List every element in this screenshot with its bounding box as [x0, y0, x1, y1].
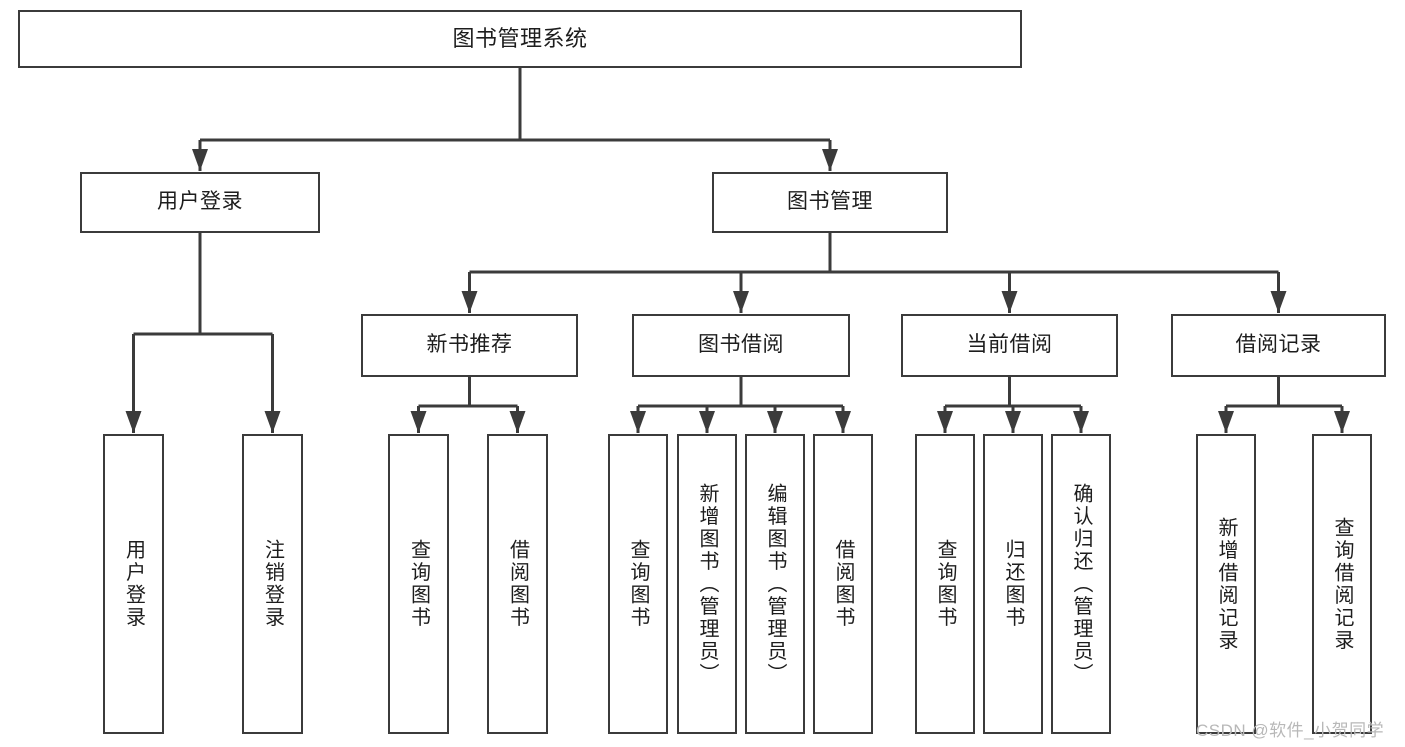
- node-label: 图书借阅: [698, 333, 784, 357]
- node-label: 归还图书: [1002, 539, 1024, 629]
- node-book-manage[interactable]: 图书管理: [712, 172, 948, 233]
- node-book-borrow[interactable]: 图书借阅: [632, 314, 850, 377]
- node-label: 图书管理系统: [452, 26, 588, 52]
- arrow-head-book-manage: [822, 149, 838, 171]
- node-label: 注销登录: [261, 539, 284, 629]
- node-leaf-borrow-book-2[interactable]: 借阅图书: [813, 434, 873, 734]
- node-current-borrow[interactable]: 当前借阅: [901, 314, 1118, 377]
- node-label: 确认归还（管理员）: [1070, 482, 1092, 686]
- node-label: 借阅记录: [1235, 333, 1322, 357]
- node-label: 图书管理: [787, 190, 873, 214]
- csdn-watermark: CSDN @软件_小贺同学: [1196, 721, 1385, 740]
- node-leaf-return-book[interactable]: 归还图书: [983, 434, 1043, 734]
- node-label: 借阅图书: [832, 539, 854, 629]
- node-borrow-record[interactable]: 借阅记录: [1171, 314, 1386, 377]
- node-leaf-user-logout[interactable]: 注销登录: [242, 434, 303, 734]
- node-label: 查询借阅记录: [1331, 516, 1353, 652]
- node-leaf-add-record[interactable]: 新增借阅记录: [1196, 434, 1256, 734]
- node-leaf-confirm-return[interactable]: 确认归还（管理员）: [1051, 434, 1111, 734]
- node-label: 查询图书: [934, 539, 956, 629]
- node-label: 当前借阅: [966, 333, 1053, 357]
- arrow-head-new-book-rec: [461, 291, 478, 313]
- arrow-head-leaf-add-book: [699, 411, 715, 433]
- node-new-book-rec[interactable]: 新书推荐: [361, 314, 578, 377]
- arrow-head-leaf-edit-book: [767, 411, 783, 433]
- node-root[interactable]: 图书管理系统: [18, 10, 1022, 68]
- arrow-head-book-borrow: [733, 291, 749, 313]
- node-label: 编辑图书（管理员）: [764, 482, 786, 686]
- node-leaf-borrow-book-1[interactable]: 借阅图书: [487, 434, 548, 734]
- arrow-head-leaf-user-login: [125, 411, 142, 433]
- arrow-head-leaf-borrow-book-2: [835, 411, 851, 433]
- node-label: 新书推荐: [426, 333, 513, 357]
- arrow-head-user-login: [192, 149, 208, 171]
- node-user-login[interactable]: 用户登录: [80, 172, 320, 233]
- node-leaf-edit-book[interactable]: 编辑图书（管理员）: [745, 434, 805, 734]
- arrow-head-leaf-query-book-1: [410, 411, 427, 433]
- node-label: 新增图书（管理员）: [696, 482, 718, 686]
- arrow-head-leaf-query-book-3: [937, 411, 953, 433]
- arrow-head-leaf-return-book: [1005, 411, 1021, 433]
- arrow-head-borrow-record: [1270, 291, 1287, 313]
- node-label: 新增借阅记录: [1215, 516, 1237, 652]
- node-label: 查询图书: [407, 539, 430, 629]
- node-label: 借阅图书: [506, 539, 529, 629]
- node-label: 用户登录: [122, 539, 145, 629]
- node-leaf-user-login[interactable]: 用户登录: [103, 434, 164, 734]
- arrow-head-leaf-user-logout: [264, 411, 281, 433]
- arrow-head-leaf-confirm-return: [1073, 411, 1089, 433]
- node-leaf-query-book-2[interactable]: 查询图书: [608, 434, 668, 734]
- node-label: 查询图书: [627, 539, 649, 629]
- arrow-head-leaf-query-book-2: [630, 411, 646, 433]
- node-label: 用户登录: [157, 190, 243, 214]
- arrow-head-leaf-add-record: [1218, 411, 1234, 433]
- arrow-head-leaf-query-record: [1334, 411, 1350, 433]
- node-leaf-query-book-1[interactable]: 查询图书: [388, 434, 449, 734]
- node-leaf-query-record[interactable]: 查询借阅记录: [1312, 434, 1372, 734]
- node-leaf-query-book-3[interactable]: 查询图书: [915, 434, 975, 734]
- arrow-head-leaf-borrow-book-1: [509, 411, 526, 433]
- node-leaf-add-book[interactable]: 新增图书（管理员）: [677, 434, 737, 734]
- arrow-head-current-borrow: [1001, 291, 1018, 313]
